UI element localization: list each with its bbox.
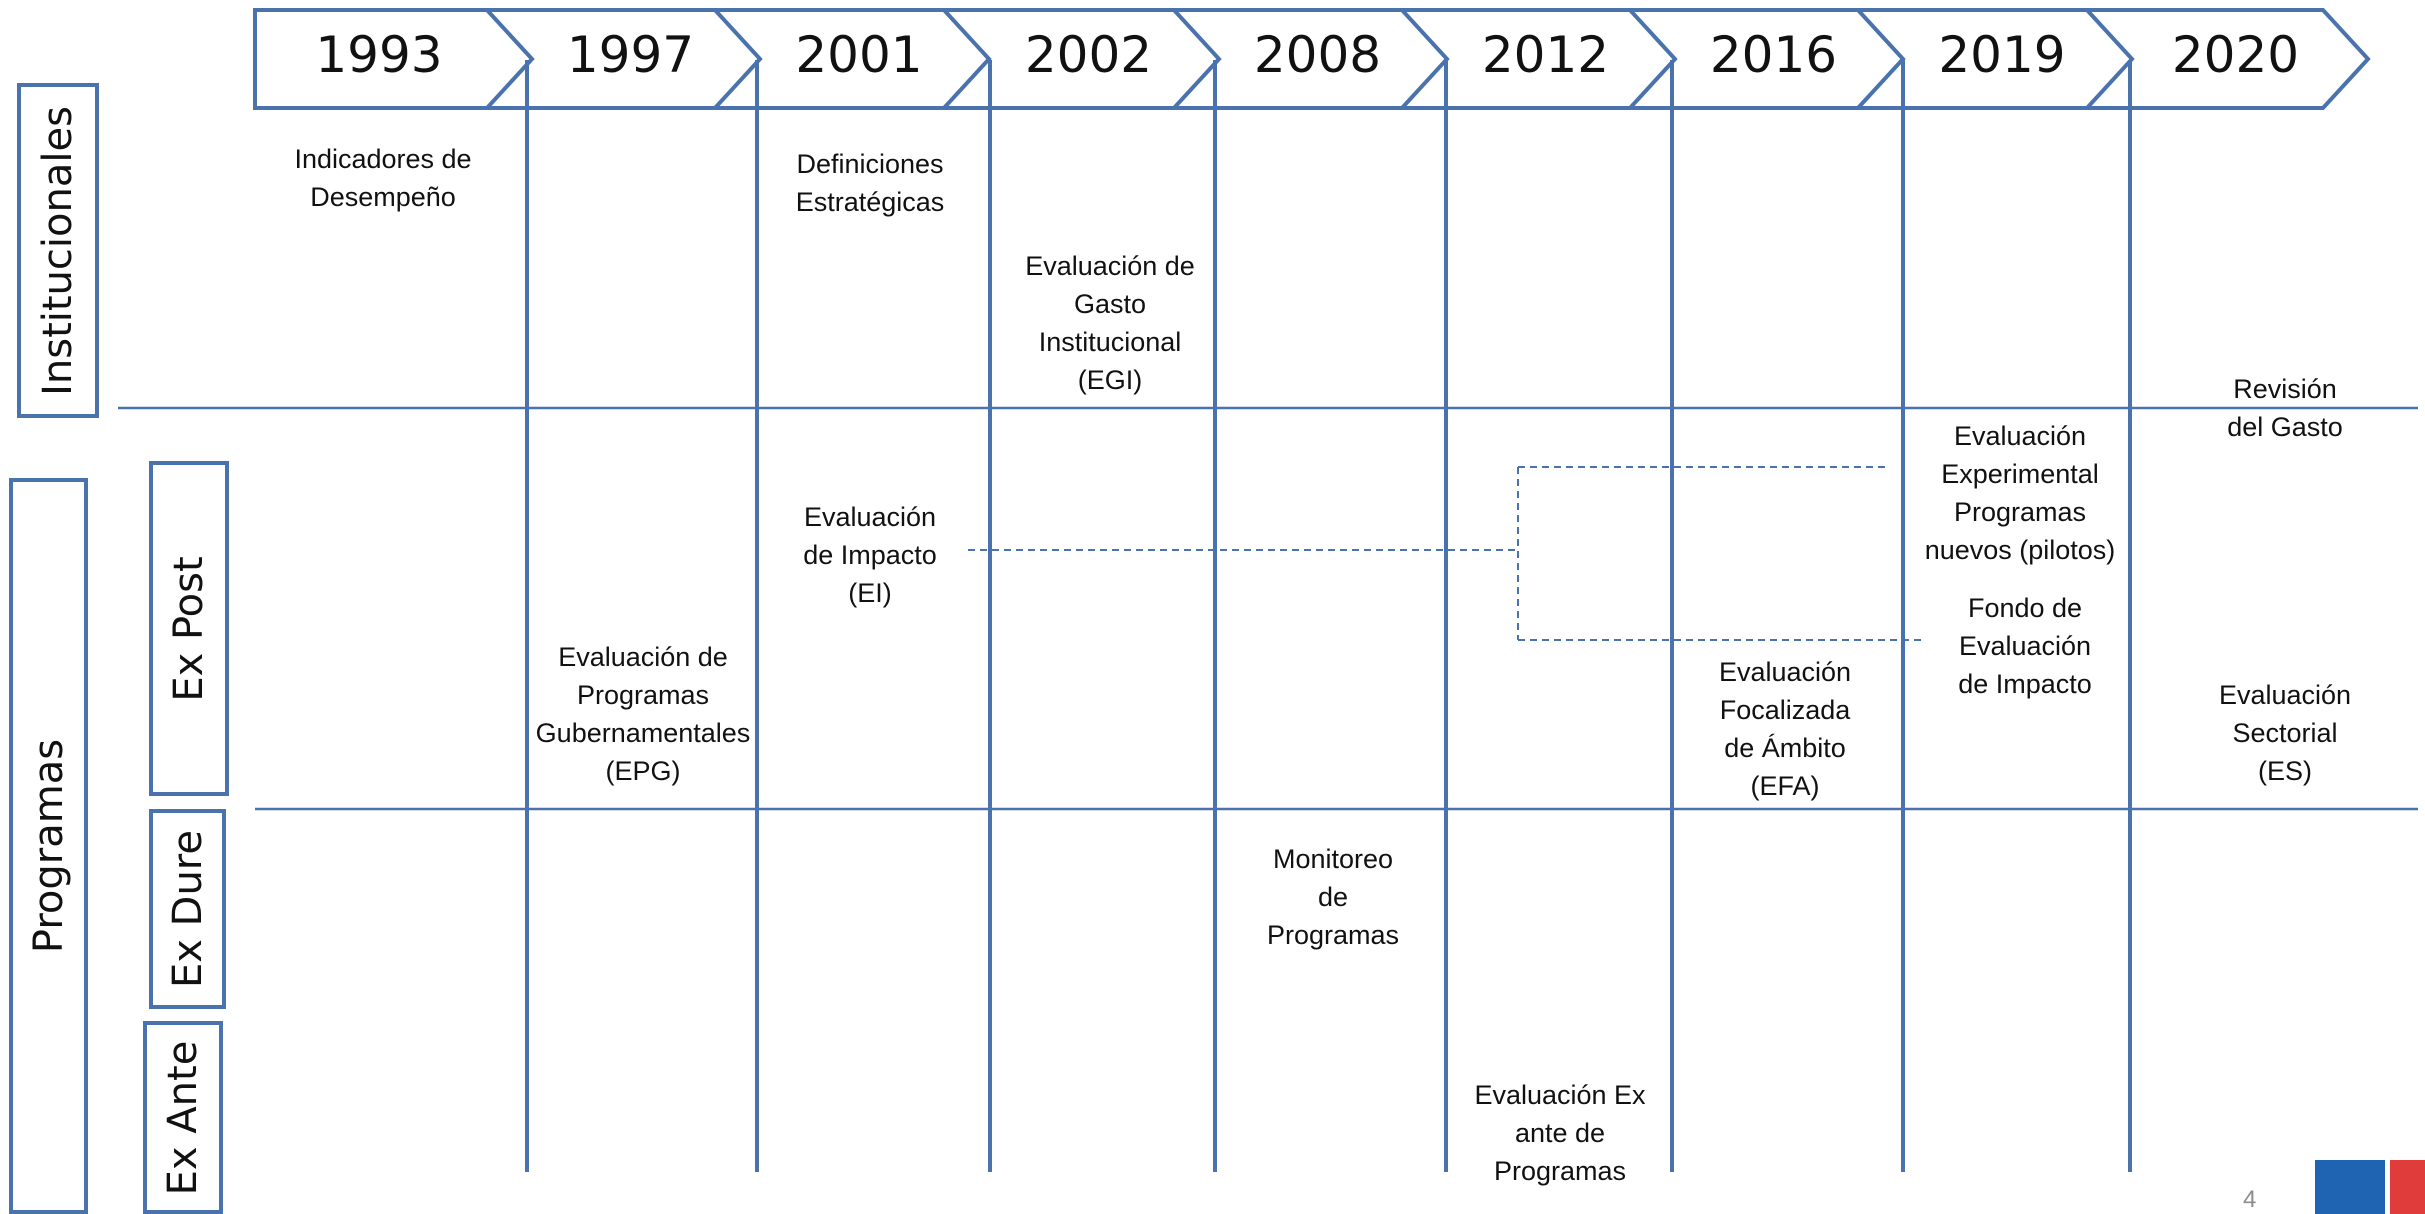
label-definiciones-estrategicas: Definiciones Estratégicas (795, 149, 945, 217)
impact-bracket-connector (968, 466, 1922, 641)
label-indicadores-desempeno: Indicadores de Desempeño (294, 144, 472, 212)
row-header-label: Ex Post (166, 555, 212, 702)
row-header-programas: Programas (9, 478, 88, 1214)
label-revision-gasto: Revisión del Gasto (2227, 374, 2343, 442)
year-label-2020: 2020 (2171, 26, 2300, 84)
label-evaluacion-gasto-institucional: Evaluación de Gasto Institucional (EGI) (1025, 251, 1195, 395)
label-evaluacion-focalizada-ambito: Evaluación Focalizada de Ámbito (EFA) (1718, 657, 1852, 801)
page-number: 4 (2243, 1186, 2257, 1213)
label-evaluacion-sectorial: Evaluación Sectorial (ES) (2218, 680, 2352, 786)
year-label-2002: 2002 (1024, 26, 1153, 84)
row-header-label: Institucionales (35, 105, 81, 396)
year-chevron-1993 (253, 8, 535, 110)
year-label-2008: 2008 (1253, 26, 1382, 84)
year-label-2016: 2016 (1709, 26, 1838, 84)
year-label-1993: 1993 (315, 26, 443, 84)
year-label-1997: 1997 (566, 26, 695, 84)
label-evaluacion-ex-ante: Evaluación Ex ante de Programas (1474, 1080, 1646, 1186)
year-chevrons (253, 8, 2371, 110)
label-fondo-evaluacion-impacto: Fondo de Evaluación de Impacto (1958, 593, 2092, 699)
row-header-ex-post: Ex Post (149, 461, 229, 796)
label-evaluacion-impacto: Evaluación de Impacto (EI) (803, 502, 937, 608)
row-header-label: Ex Dure (164, 830, 211, 988)
year-label-2019: 2019 (1938, 26, 2066, 84)
row-header-ex-dure: Ex Dure (149, 809, 226, 1009)
logo-red-block (2390, 1160, 2425, 1214)
year-label-2001: 2001 (795, 26, 923, 84)
year-label-2012: 2012 (1481, 26, 1610, 84)
label-evaluacion-experimental: Evaluación Experimental Programas nuevos… (1924, 421, 2116, 565)
label-monitoreo-programas: Monitoreo de Programas (1266, 844, 1400, 950)
label-evaluacion-programas-gubernamentales: Evaluación de Programas Gubernamentales … (535, 642, 751, 786)
row-header-institucionales: Institucionales (17, 83, 99, 418)
logo-blue-block (2315, 1160, 2385, 1214)
row-header-label: Ex Ante (160, 1040, 206, 1195)
row-header-ex-ante: Ex Ante (143, 1021, 223, 1214)
row-header-label: Programas (25, 738, 72, 954)
year-divider-lines (525, 60, 2132, 1172)
